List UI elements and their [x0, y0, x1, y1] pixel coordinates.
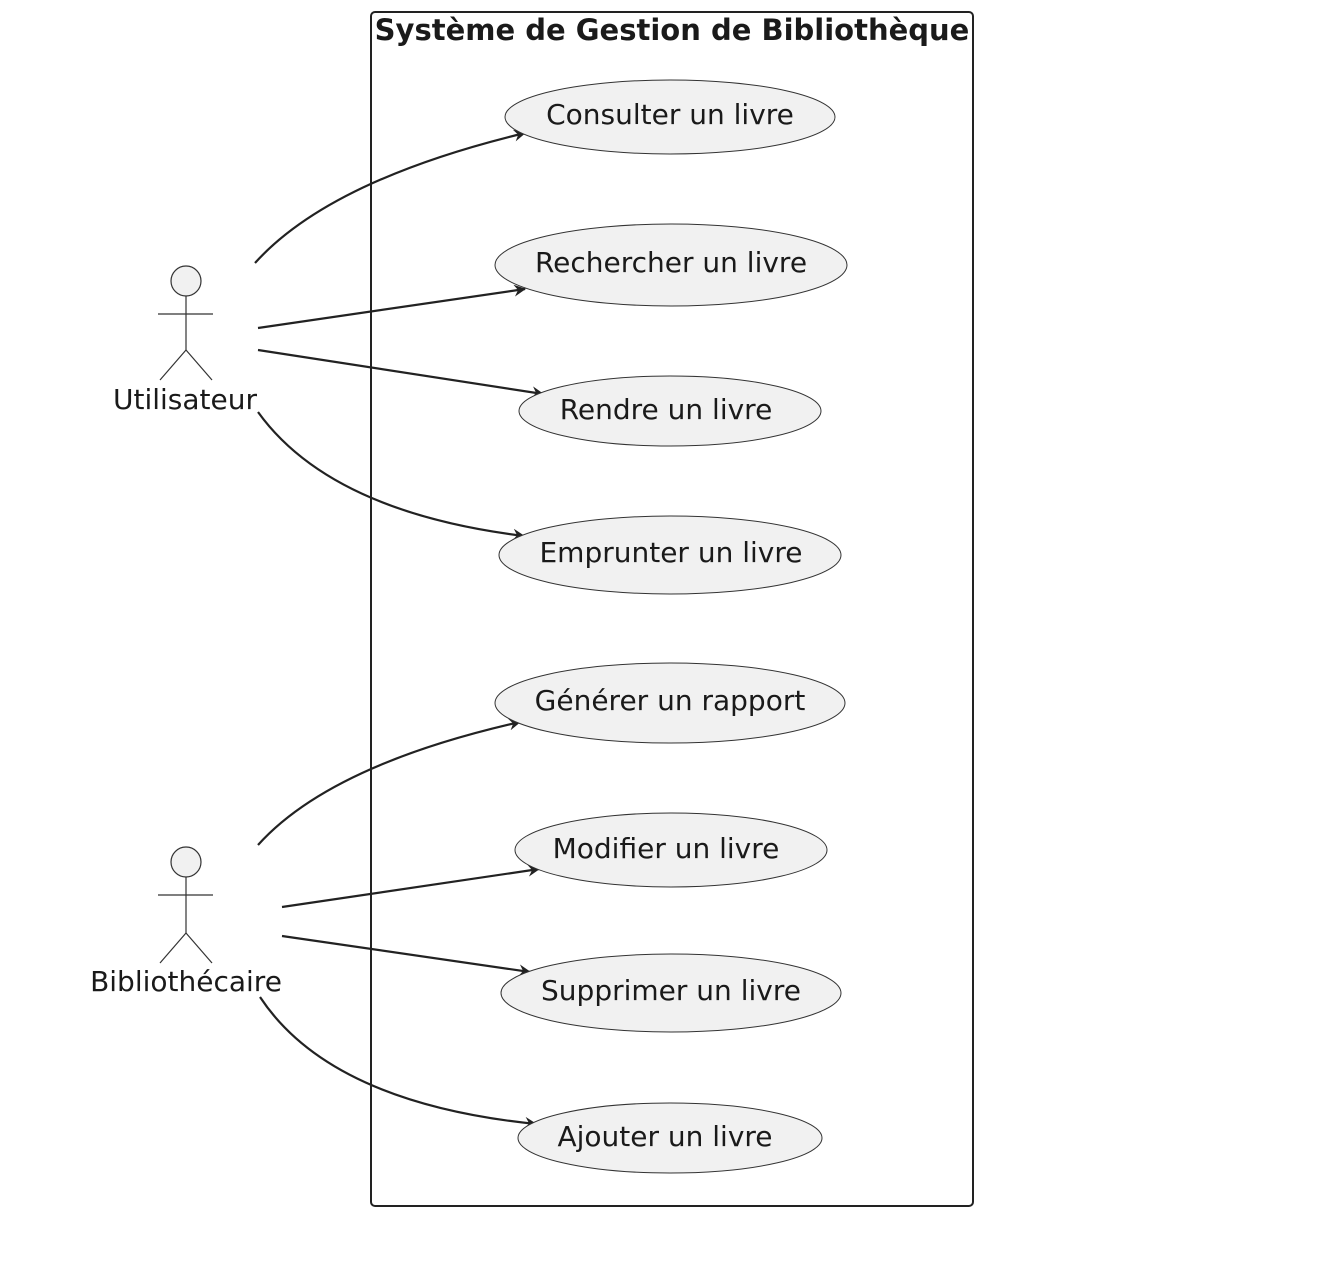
actor-bibliothecaire: Bibliothécaire: [90, 846, 282, 998]
use-case-modifier: Modifier un livre: [514, 812, 828, 888]
use-case-label: Ajouter un livre: [557, 1120, 772, 1153]
use-case-consulter: Consulter un livre: [504, 79, 836, 155]
stick-figure-icon: [158, 846, 213, 964]
use-case-label: Générer un rapport: [535, 684, 806, 717]
use-case-ellipse: [498, 515, 842, 595]
use-case-rechercher: Rechercher un livre: [494, 223, 848, 307]
actor-label: Bibliothécaire: [90, 965, 282, 998]
use-case-label: Modifier un livre: [553, 832, 780, 865]
association-bibliothecaire-generer: [257, 718, 521, 846]
use-case-ajouter: Ajouter un livre: [517, 1102, 823, 1174]
use-case-ellipse: [504, 79, 836, 155]
use-case-ellipse: [517, 1102, 823, 1174]
use-case-ellipse: [518, 375, 822, 447]
associations: [254, 129, 544, 1129]
association-utilisateur-consulter: [254, 129, 526, 264]
actor-label: Utilisateur: [113, 383, 258, 416]
use-case-ellipse: [514, 812, 828, 888]
system-boundary-rect: [370, 11, 974, 1207]
system-boundary: Système de Gestion de Bibliothèque: [370, 11, 974, 1207]
use-case-ellipse: [494, 662, 846, 744]
use-case-ellipse: [494, 223, 848, 307]
use-case-label: Emprunter un livre: [539, 536, 802, 569]
stick-figure-icon: [158, 265, 213, 381]
use-case-supprimer: Supprimer un livre: [500, 953, 842, 1033]
use-case-label: Rendre un livre: [560, 393, 773, 426]
association-bibliothecaire-supprimer: [281, 934, 531, 977]
use-case-generer: Générer un rapport: [494, 662, 846, 744]
association-utilisateur-rechercher: [257, 284, 526, 330]
use-case-rendre: Rendre un livre: [518, 375, 822, 447]
use-case-label: Rechercher un livre: [535, 246, 807, 279]
association-bibliothecaire-ajouter: [259, 996, 537, 1129]
association-utilisateur-emprunter: [257, 411, 525, 541]
actor-utilisateur: Utilisateur: [113, 265, 258, 416]
use-case-ellipse: [500, 953, 842, 1033]
use-case-label: Consulter un livre: [546, 98, 794, 131]
association-bibliothecaire-modifier: [281, 864, 540, 909]
association-utilisateur-rendre: [257, 348, 544, 399]
system-title: Système de Gestion de Bibliothèque: [375, 13, 970, 47]
use-case-label: Supprimer un livre: [541, 974, 801, 1007]
use-case-emprunter: Emprunter un livre: [498, 515, 842, 595]
